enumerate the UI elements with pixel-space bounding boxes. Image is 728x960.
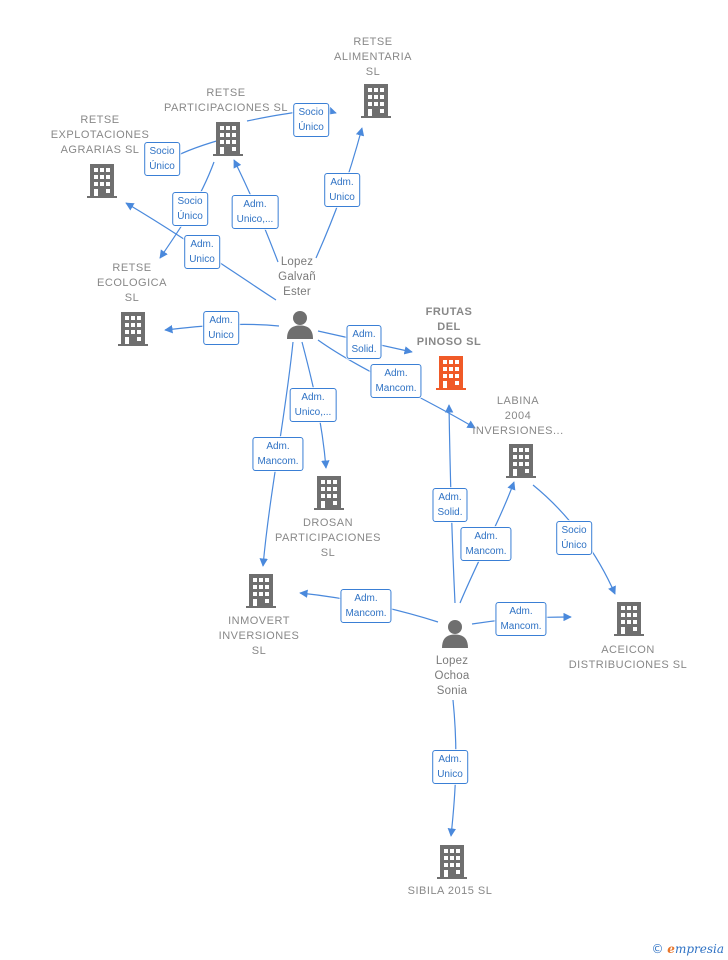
node-drosan[interactable]: DROSAN PARTICIPACIONES SL: [253, 516, 403, 561]
person-icon[interactable]: [442, 620, 468, 648]
node-label: FRUTAS DEL PINOSO SL: [416, 306, 482, 348]
building-icon[interactable]: [213, 122, 243, 156]
node-label: RETSE ALIMENTARIA SL: [333, 36, 413, 78]
edge-label-adm-mancom[interactable]: Adm. Mancom.: [460, 527, 512, 561]
node-label: Lopez Ochoa Sonia: [434, 655, 470, 697]
edge-label-socio-unico[interactable]: Socio Único: [556, 521, 592, 555]
edge-label-adm-unico[interactable]: Adm. Unico: [184, 235, 220, 269]
node-label: RETSE ECOLOGICA SL: [97, 262, 167, 304]
edge-label-socio-unico[interactable]: Socio Único: [172, 192, 208, 226]
edge-label-adm-solid[interactable]: Adm. Solid.: [346, 325, 382, 359]
node-label: SIBILA 2015 SL: [407, 885, 493, 897]
node-aceicon[interactable]: ACEICON DISTRIBUCIONES SL: [553, 643, 703, 673]
node-label: LABINA 2004 INVERSIONES...: [472, 395, 564, 437]
copyright-icon: ©: [651, 942, 664, 956]
brand-name: mpresia: [674, 942, 724, 956]
node-label: RETSE PARTICIPACIONES SL: [164, 87, 288, 114]
building-icon[interactable]: [614, 602, 644, 636]
node-lopez-ochoa[interactable]: Lopez Ochoa Sonia: [377, 654, 527, 699]
node-lopez-galvan[interactable]: Lopez Galvañ Ester: [222, 255, 372, 300]
edge-label-adm-unico[interactable]: Adm. Unico,...: [289, 388, 337, 422]
edge-label-adm-mancom[interactable]: Adm. Mancom.: [340, 589, 392, 623]
node-retse-explotaciones[interactable]: RETSE EXPLOTACIONES AGRARIAS SL: [25, 113, 175, 158]
building-icon[interactable]: [436, 356, 466, 390]
node-label: DROSAN PARTICIPACIONES SL: [275, 517, 381, 559]
node-inmovert[interactable]: INMOVERT INVERSIONES SL: [184, 614, 334, 659]
node-retse-ecologica[interactable]: RETSE ECOLOGICA SL: [57, 261, 207, 306]
edge-label-adm-mancom[interactable]: Adm. Mancom.: [252, 437, 304, 471]
edge-label-socio-unico[interactable]: Socio Único: [144, 142, 180, 176]
edge-label-adm-unico[interactable]: Adm. Unico: [203, 311, 239, 345]
building-icon[interactable]: [314, 476, 344, 510]
building-icon[interactable]: [437, 845, 467, 879]
edge-label-adm-unico[interactable]: Adm. Unico: [324, 173, 360, 207]
building-icon[interactable]: [87, 164, 117, 198]
building-icon[interactable]: [118, 312, 148, 346]
node-label: INMOVERT INVERSIONES SL: [218, 615, 300, 657]
node-retse-alimentaria[interactable]: RETSE ALIMENTARIA SL: [298, 35, 448, 80]
building-icon[interactable]: [361, 84, 391, 118]
edge-label-adm-unico[interactable]: Adm. Unico: [432, 750, 468, 784]
node-label: RETSE EXPLOTACIONES AGRARIAS SL: [50, 114, 150, 156]
node-sibila[interactable]: SIBILA 2015 SL: [375, 884, 525, 899]
node-retse-participaciones[interactable]: RETSE PARTICIPACIONES SL: [151, 86, 301, 116]
node-frutas-del-pinoso[interactable]: FRUTAS DEL PINOSO SL: [374, 305, 524, 350]
brand-watermark: © empresia: [651, 942, 724, 956]
edge-label-adm-unico[interactable]: Adm. Unico,...: [231, 195, 279, 229]
building-icon[interactable]: [246, 574, 276, 608]
edge-label-adm-solid[interactable]: Adm. Solid.: [432, 488, 468, 522]
node-label: ACEICON DISTRIBUCIONES SL: [568, 644, 688, 671]
edge-label-adm-mancom[interactable]: Adm. Mancom.: [495, 602, 547, 636]
edge-label-socio-unico[interactable]: Socio Único: [293, 103, 329, 137]
person-icon[interactable]: [287, 311, 313, 339]
brand-initial: e: [667, 942, 675, 956]
node-labina[interactable]: LABINA 2004 INVERSIONES...: [443, 394, 593, 439]
node-label: Lopez Galvañ Ester: [278, 256, 316, 298]
building-icon[interactable]: [506, 444, 536, 478]
edge-label-adm-mancom[interactable]: Adm. Mancom.: [370, 364, 422, 398]
